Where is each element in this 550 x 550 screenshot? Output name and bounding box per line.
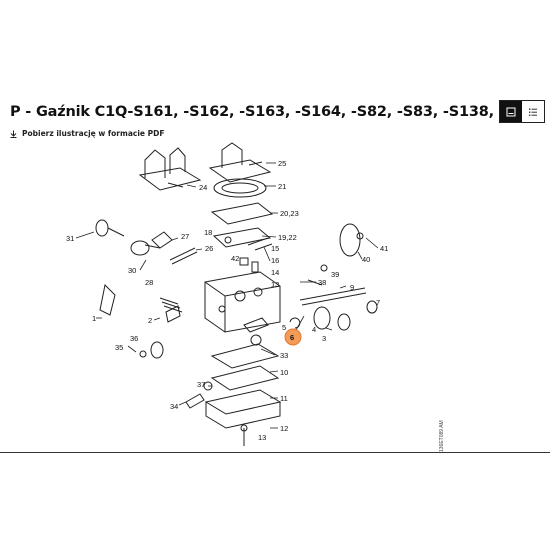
part-label[interactable]: 39 bbox=[331, 270, 339, 279]
part-label[interactable]: 20,23 bbox=[280, 209, 299, 218]
part-label[interactable]: 34 bbox=[170, 402, 178, 411]
part-label[interactable]: 26 bbox=[205, 244, 213, 253]
diagram-canvas: 25 24 21 20,23 18 19,22 31 27 26 16 15 4… bbox=[66, 142, 445, 452]
part-label[interactable]: 1 bbox=[92, 314, 96, 323]
part-41-drawing bbox=[356, 232, 364, 240]
part-label[interactable]: 7 bbox=[376, 298, 380, 307]
part-label[interactable]: 37 bbox=[197, 380, 205, 389]
part-label[interactable]: 10 bbox=[280, 368, 288, 377]
part-12-drawing bbox=[204, 389, 282, 415]
part-19-drawing bbox=[212, 227, 272, 248]
part-label[interactable]: 28 bbox=[145, 278, 153, 287]
part-label[interactable]: 33 bbox=[280, 351, 288, 360]
part-label[interactable]: 24 bbox=[199, 183, 207, 192]
part-38-drawing bbox=[307, 279, 323, 286]
part-label[interactable]: 13 bbox=[271, 280, 279, 289]
part-label[interactable]: 14 bbox=[271, 268, 279, 277]
carburetor-body-drawing bbox=[204, 271, 281, 333]
download-icon bbox=[10, 130, 17, 138]
part-25-drawing bbox=[208, 142, 272, 183]
view-toggle bbox=[499, 100, 545, 123]
part-16-drawing bbox=[247, 237, 273, 251]
part-9-drawing bbox=[299, 287, 367, 306]
part-18-drawing bbox=[224, 236, 232, 244]
part-label[interactable]: 21 bbox=[278, 182, 286, 191]
part-label[interactable]: 15 bbox=[271, 244, 279, 253]
part-label[interactable]: 9 bbox=[350, 283, 354, 292]
part-label[interactable]: 27 bbox=[181, 232, 189, 241]
part-35-drawing bbox=[139, 350, 147, 358]
part-4-drawing bbox=[313, 306, 331, 330]
part-7-drawing bbox=[366, 300, 378, 314]
part-label[interactable]: 12 bbox=[280, 424, 288, 433]
list-view-button[interactable] bbox=[522, 101, 544, 122]
part-11-drawing bbox=[210, 365, 280, 391]
part-label[interactable]: 2 bbox=[148, 316, 152, 325]
part-14-drawing bbox=[251, 261, 259, 273]
part-label[interactable]: 41 bbox=[380, 244, 388, 253]
part-label[interactable]: 13 bbox=[258, 433, 266, 442]
part-30-drawing bbox=[130, 240, 150, 256]
part-42-drawing bbox=[239, 257, 249, 266]
part-label[interactable]: 31 bbox=[66, 234, 74, 243]
image-view-icon bbox=[506, 107, 516, 116]
bottom-divider bbox=[0, 452, 550, 453]
part-40-drawing bbox=[339, 223, 361, 257]
part-label[interactable]: 35 bbox=[115, 343, 123, 352]
download-pdf-link[interactable]: Pobierz ilustrację w formacie PDF bbox=[10, 129, 164, 138]
pdf-link-label: Pobierz ilustrację w formacie PDF bbox=[22, 129, 165, 138]
part-2-drawing bbox=[165, 305, 181, 323]
part-39-drawing bbox=[320, 264, 328, 272]
part-label[interactable]: 36 bbox=[130, 334, 138, 343]
highlighted-part-marker[interactable] bbox=[284, 328, 302, 346]
part-36-drawing bbox=[150, 341, 164, 359]
part-label[interactable]: 16 bbox=[271, 256, 279, 265]
image-view-button[interactable] bbox=[500, 101, 522, 122]
carburetor-exploded-diagram: 25 24 21 20,23 18 19,22 31 27 26 16 15 4… bbox=[0, 140, 550, 452]
part-label[interactable]: 11 bbox=[280, 394, 288, 403]
part-label[interactable]: 18 bbox=[204, 228, 212, 237]
part-20-drawing bbox=[210, 202, 274, 225]
part-21-drawing bbox=[213, 178, 267, 198]
part-label[interactable]: 42 bbox=[231, 254, 239, 263]
part-label[interactable]: 25 bbox=[278, 159, 286, 168]
part-label[interactable]: 40 bbox=[362, 255, 370, 264]
part-34-drawing bbox=[185, 393, 205, 409]
part-label[interactable]: 30 bbox=[128, 266, 136, 275]
part-24-drawing bbox=[138, 147, 202, 191]
part-26-drawing bbox=[169, 247, 198, 265]
list-view-icon bbox=[529, 108, 537, 116]
part-label[interactable]: 19,22 bbox=[278, 233, 297, 242]
part-label[interactable]: 5 bbox=[282, 323, 286, 332]
part-1-drawing bbox=[99, 283, 116, 316]
part-label[interactable]: 38 bbox=[318, 278, 326, 287]
part-27-drawing bbox=[144, 231, 173, 249]
part-3-drawing bbox=[337, 313, 351, 331]
highlighted-part-label[interactable]: 6 bbox=[290, 333, 294, 342]
part-10-drawing bbox=[210, 343, 280, 369]
part-label[interactable]: 3 bbox=[322, 334, 326, 343]
drawing-code-watermark: 136ET089 AM bbox=[439, 420, 445, 452]
page-title: P - Gaźnik C1Q-S161, -S162, -S163, -S164… bbox=[10, 104, 545, 120]
part-label[interactable]: 4 bbox=[312, 325, 316, 334]
part-31-drawing bbox=[95, 219, 125, 237]
part-33-drawing bbox=[250, 334, 262, 346]
